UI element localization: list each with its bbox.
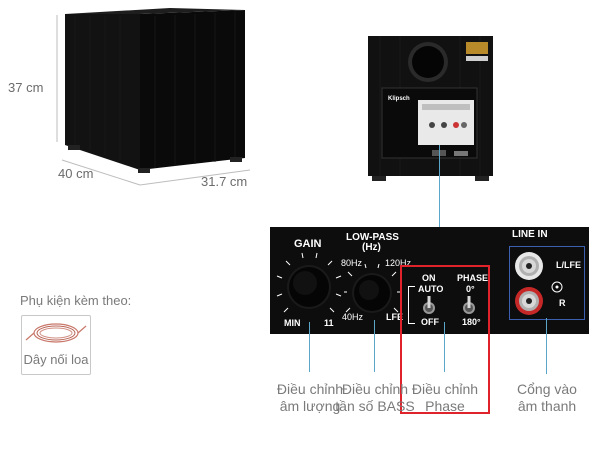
gain-max-label: 11: [324, 318, 334, 328]
switch-on-label: ON: [422, 273, 436, 283]
gain-callout-line: [309, 322, 310, 372]
accessory-item-label: Dây nối loa: [23, 352, 89, 367]
power-mode-toggle[interactable]: [421, 294, 437, 316]
phase-toggle[interactable]: [461, 294, 477, 316]
accessory-card: Dây nối loa: [21, 315, 91, 375]
bass-callout-line: [374, 320, 375, 372]
gain-title: GAIN: [294, 238, 322, 250]
lowpass-title: LOW-PASS: [346, 232, 399, 243]
phase-callout-line: [444, 322, 445, 372]
bass-caption-line1: Điều chỉnh: [341, 381, 409, 397]
gain-caption: Điều chỉnh âm lượng: [262, 381, 358, 415]
rca-left-jack[interactable]: [513, 250, 545, 282]
line-in-title: LINE IN: [512, 229, 548, 240]
lowpass-lfe-label: LFE: [386, 312, 403, 322]
gain-caption-line1: Điều chỉnh: [276, 381, 344, 397]
line-in-right-label: R: [559, 298, 566, 308]
lowpass-120hz-label: 120Hz: [385, 258, 412, 268]
bass-caption-line2: tần số BASS: [335, 398, 415, 414]
connector-line-top: [439, 145, 440, 227]
phase-caption: Điều chỉnh Phase: [402, 381, 488, 415]
depth-label: 40 cm: [58, 166, 94, 181]
lowpass-40hz-label: 40Hz: [342, 312, 364, 322]
gain-caption-line2: âm lượng: [279, 398, 341, 414]
width-label: 31.7 cm: [201, 174, 248, 189]
bass-caption: Điều chỉnh tần số BASS: [330, 381, 420, 415]
height-label: 37 cm: [8, 80, 44, 95]
phase-0-label: 0°: [466, 284, 475, 294]
phase-caption-line1: Điều chỉnh: [411, 381, 479, 397]
lowpass-unit: (Hz): [362, 242, 381, 253]
switch-bracket: [408, 286, 415, 324]
rca-right-jack[interactable]: [513, 285, 545, 317]
line-in-frame: [509, 246, 585, 320]
subwoofer-front-image: [56, 8, 251, 186]
phase-180-label: 180°: [462, 317, 481, 327]
input-callout-line: [546, 318, 547, 374]
line-in-port-symbol: [551, 281, 563, 293]
phase-highlight-box: [400, 265, 490, 414]
gain-knob[interactable]: [276, 252, 342, 322]
subwoofer-rear-image: [368, 36, 493, 181]
input-caption: Cổng vào âm thanh: [502, 381, 592, 415]
switch-off-label: OFF: [421, 317, 439, 327]
gain-min-label: MIN: [284, 318, 301, 328]
phase-title: PHASE: [457, 273, 489, 283]
accessories-title: Phụ kiện kèm theo:: [20, 293, 132, 308]
input-caption-line2: âm thanh: [517, 398, 577, 414]
input-caption-line1: Cổng vào: [517, 381, 577, 397]
speaker-wire-image: [25, 323, 87, 343]
lowpass-80hz-label: 80Hz: [341, 258, 363, 268]
lowpass-knob[interactable]: [344, 264, 400, 320]
switch-auto-label: AUTO: [418, 284, 444, 294]
rear-brand-logo: Klipsch: [388, 96, 410, 102]
phase-caption-line2: Phase: [425, 398, 465, 414]
line-in-left-label: L/LFE: [556, 260, 581, 270]
